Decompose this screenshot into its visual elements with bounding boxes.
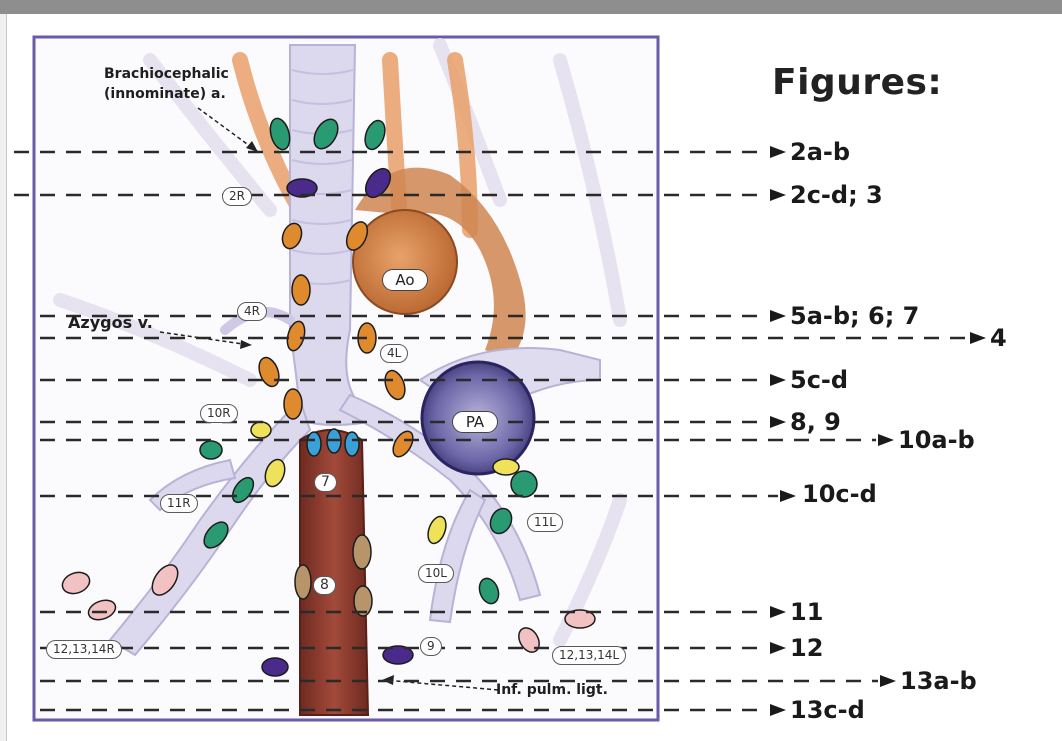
station-12-13-14l: 12,13,14L <box>552 646 626 665</box>
aorta-circle <box>353 210 457 314</box>
station-10l: 10L <box>418 564 454 583</box>
aorta-label: Ao <box>382 269 428 291</box>
station-11r: 11R <box>160 494 198 513</box>
brachiocephalic-label-line2: (innominate) a. <box>104 86 226 102</box>
yellow-node <box>251 422 271 438</box>
station-7: 7 <box>314 473 337 492</box>
fig-ref-8-9[interactable]: 8, 9 <box>790 408 841 436</box>
fig-ref-11[interactable]: 11 <box>790 598 823 626</box>
fig-ref-10a-b[interactable]: 10a-b <box>898 426 975 454</box>
station-8: 8 <box>313 576 336 595</box>
station-4l: 4L <box>380 344 408 363</box>
fig-ref-13a-b[interactable]: 13a-b <box>900 667 977 695</box>
brachiocephalic-label-line1: Brachiocephalic <box>104 66 229 82</box>
orange-node <box>284 389 302 419</box>
station-12-13-14r: 12,13,14R <box>46 640 122 659</box>
green-node <box>511 471 537 497</box>
fig-ref-5a-b-6-7[interactable]: 5a-b; 6; 7 <box>790 302 919 330</box>
station-2r: 2R <box>222 187 252 206</box>
green-node <box>200 441 222 459</box>
pa-label: PA <box>452 411 498 433</box>
station-9: 9 <box>420 637 442 656</box>
tan-node <box>295 565 311 599</box>
tan-node <box>353 535 371 569</box>
fig-ref-5c-d[interactable]: 5c-d <box>790 366 848 394</box>
fig-ref-13c-d[interactable]: 13c-d <box>790 696 865 724</box>
blue-node <box>307 432 321 456</box>
purple-node <box>262 658 288 676</box>
station-4r: 4R <box>237 302 267 321</box>
inf-pulm-label: Inf. pulm. ligt. <box>496 682 608 698</box>
fig-ref-2c-d-3[interactable]: 2c-d; 3 <box>790 181 883 209</box>
yellow-node <box>493 459 519 475</box>
station-10r: 10R <box>200 404 238 423</box>
fig-ref-12[interactable]: 12 <box>790 634 823 662</box>
station-11l: 11L <box>527 513 563 532</box>
fig-ref-2a-b[interactable]: 2a-b <box>790 138 850 166</box>
fig-ref-10c-d[interactable]: 10c-d <box>802 480 877 508</box>
figures-title: Figures: <box>772 62 942 103</box>
blue-node <box>345 432 359 456</box>
azygos-label: Azygos v. <box>68 313 153 332</box>
orange-node <box>292 275 310 305</box>
fig-ref-4[interactable]: 4 <box>990 324 1007 352</box>
